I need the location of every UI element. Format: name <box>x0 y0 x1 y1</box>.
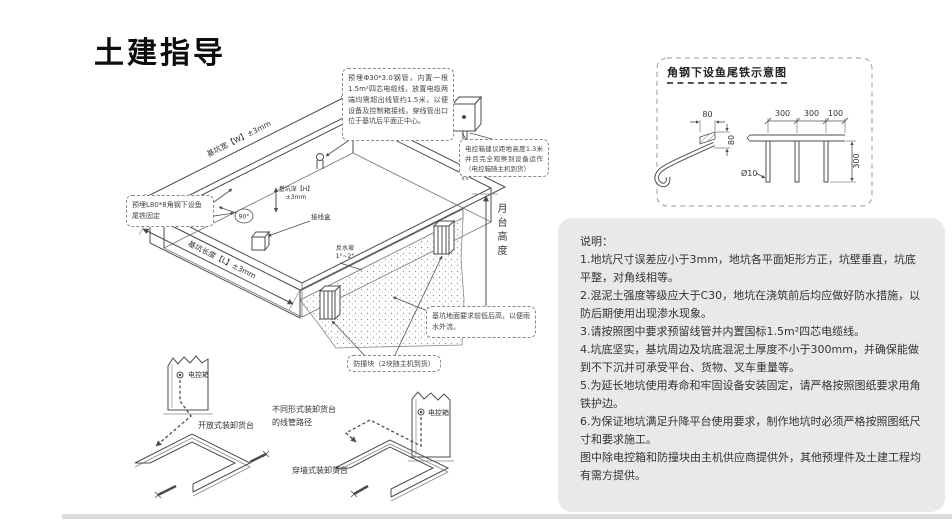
note-item: 1.地坑尺寸误差应小于3mm，地坑各平面矩形方正，坑壁垂直，坑底平整，对角线相等… <box>580 253 916 285</box>
pit-depth-label: 基坑深【H】 ±3mm <box>278 186 314 201</box>
cable-path <box>344 417 422 448</box>
callout-bumper-blocks: 防撞块（2块随主机到货） <box>347 355 441 372</box>
bumper-block <box>318 284 342 321</box>
callout-pit-floor: 基坑地面要求前低后高，以便雨水外流。 <box>426 306 536 338</box>
dim-hook-width <box>690 120 725 132</box>
angle-steel-section <box>699 131 716 145</box>
note-item: 4.坑底坚实，基坑周边及坑底混泥土厚度不小于300mm，并确保能做到不下沉并可承… <box>580 343 919 375</box>
control-box-label-wall: 电控箱 <box>428 409 449 417</box>
corner-angle-label: 90° <box>239 214 250 221</box>
control-box <box>451 95 483 180</box>
notes-panel: 说明： 1.地坑尺寸误差应小于3mm，地坑各平面矩形方正，坑壁垂直，坑底平整，对… <box>558 218 945 512</box>
callout-conduit-pipe: 预埋Φ30*3.0钢管，内置一根1.5m²四芯电缆线，放置电缆两端均需超出线管约… <box>342 68 454 141</box>
dim-rail-spans <box>764 117 849 133</box>
conduit-stub <box>154 450 270 499</box>
leader-lines <box>213 132 493 358</box>
control-box-icon <box>176 371 184 379</box>
fishtail-hook <box>654 141 715 188</box>
notes-heading: 说明： <box>580 235 613 248</box>
wall <box>167 355 209 411</box>
through-wall-dock-diagram <box>334 391 454 502</box>
detail-frame <box>656 57 873 207</box>
wall <box>411 391 451 458</box>
page-title: 土建指导 <box>94 36 226 71</box>
dim-rod-length <box>830 140 856 183</box>
callout-angle-steel: 预埋L80*8角钢下设鱼尾铁固定 <box>126 195 214 227</box>
rod-diameter-label: Ø10 <box>741 168 757 178</box>
conduit-route-note: 不同形式装卸货台的线管路径 <box>272 405 336 427</box>
angle-steel-rail <box>746 134 845 183</box>
conduit-stub <box>350 484 369 498</box>
rod-length-dim: 300 <box>852 153 861 168</box>
dim-hook-height <box>714 124 730 156</box>
fishtail-detail-drawing <box>654 57 873 207</box>
junction-box-label: 接线盒 <box>311 213 331 221</box>
dim-rod-diameter-leader <box>755 172 766 179</box>
pit-isometric-drawing <box>137 91 507 358</box>
note-item: 6.为保证地坑满足升降平台使用要求，制作地坑时必须严格按照图纸尺寸和要求施工。 <box>580 415 921 447</box>
detail-drawing-title: 角钢下设鱼尾铁示意图 <box>667 64 787 84</box>
open-dock-diagram <box>134 355 270 499</box>
through-wall-dock-caption: 穿墙式装卸货台 <box>292 466 348 475</box>
junction-box <box>250 230 271 252</box>
bumper-block <box>432 219 456 256</box>
bottom-divider <box>62 514 952 519</box>
hook-width-dim: 80 <box>702 110 712 119</box>
corner-angle-marker <box>234 208 254 224</box>
callout-control-box: 电控箱建议距地高度1.3米并且完全观察到设备运作（电控箱随主机到货） <box>459 139 549 177</box>
span2-dim: 300 <box>804 109 819 118</box>
control-box-icon <box>417 408 425 416</box>
note-item: 2.混泥土强度等级应大于C30，地坑在浇筑前后均应做好防水措施，以防后期使用出现… <box>580 289 921 321</box>
open-dock-caption: 开放式装卸货台 <box>198 421 254 430</box>
note-item: 5.为延长地坑使用寿命和牢固设备安装固定，请严格按照图纸要求用角铁护边。 <box>580 379 921 411</box>
control-box-label-open: 电控箱 <box>188 371 209 379</box>
slope-label: 反水坡 1°~2° <box>335 245 355 260</box>
span1-dim: 300 <box>775 109 790 118</box>
note-item: 3.请按照图中要求预留线管并内置国标1.5m²四芯电缆线。 <box>580 325 866 339</box>
platform-height-label: 月台高度 <box>495 203 506 259</box>
span3-dim: 100 <box>828 109 843 118</box>
note-item: 图中除电控箱和防撞块由主机供应商提供外，其他预埋件及土建工程均有需方提供。 <box>580 451 921 483</box>
hook-height-dim: 80 <box>727 135 736 145</box>
